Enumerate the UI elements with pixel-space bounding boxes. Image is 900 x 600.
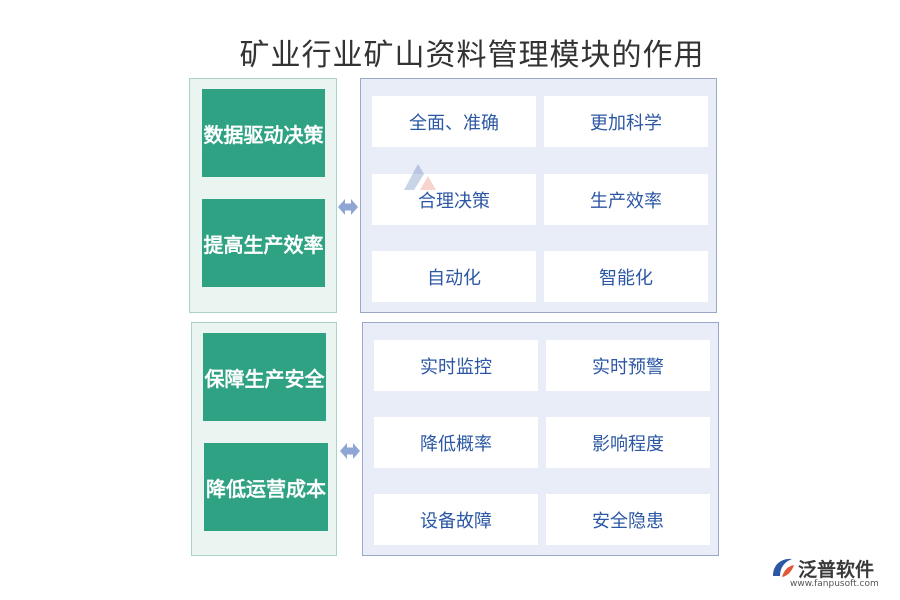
brand-logo: 泛普软件 www.fanpusoft.com xyxy=(770,555,895,595)
group2-cell-5: 设备故障 xyxy=(374,494,538,545)
brand-mark-icon xyxy=(773,558,794,577)
group2-item-2: 降低运营成本 xyxy=(204,443,328,531)
group1-cell-4: 生产效率 xyxy=(544,174,708,225)
group1-right-panel: 全面、准确 更加科学 合理决策 生产效率 自动化 智能化 xyxy=(360,78,717,313)
brand-name: 泛普软件 xyxy=(798,559,875,581)
group2-item-1: 保障生产安全 xyxy=(203,333,326,421)
group2-left-panel: 保障生产安全 降低运营成本 xyxy=(191,322,337,556)
group1-cell-2: 更加科学 xyxy=(544,96,708,147)
group2-cell-1: 实时监控 xyxy=(374,340,538,391)
group2-cell-4: 影响程度 xyxy=(546,417,710,468)
group1-cell-1: 全面、准确 xyxy=(372,96,536,147)
group2-double-arrow-icon xyxy=(340,443,360,459)
group1-item-1: 数据驱动决策 xyxy=(202,89,325,177)
group2-cell-2: 实时预警 xyxy=(546,340,710,391)
brand-url: www.fanpusoft.com xyxy=(790,579,879,589)
group1-cell-5: 自动化 xyxy=(372,251,536,302)
group2-cell-6: 安全隐患 xyxy=(546,494,710,545)
group1-item-2: 提高生产效率 xyxy=(202,199,325,287)
group1-double-arrow-icon xyxy=(338,199,358,215)
group1-cell-3: 合理决策 xyxy=(372,174,536,225)
page-title: 矿业行业矿山资料管理模块的作用 xyxy=(239,38,705,73)
group2-right-panel: 实时监控 实时预警 降低概率 影响程度 设备故障 安全隐患 xyxy=(362,322,719,556)
group1-left-panel: 数据驱动决策 提高生产效率 xyxy=(189,78,337,313)
group2-cell-3: 降低概率 xyxy=(374,417,538,468)
group1-cell-6: 智能化 xyxy=(544,251,708,302)
